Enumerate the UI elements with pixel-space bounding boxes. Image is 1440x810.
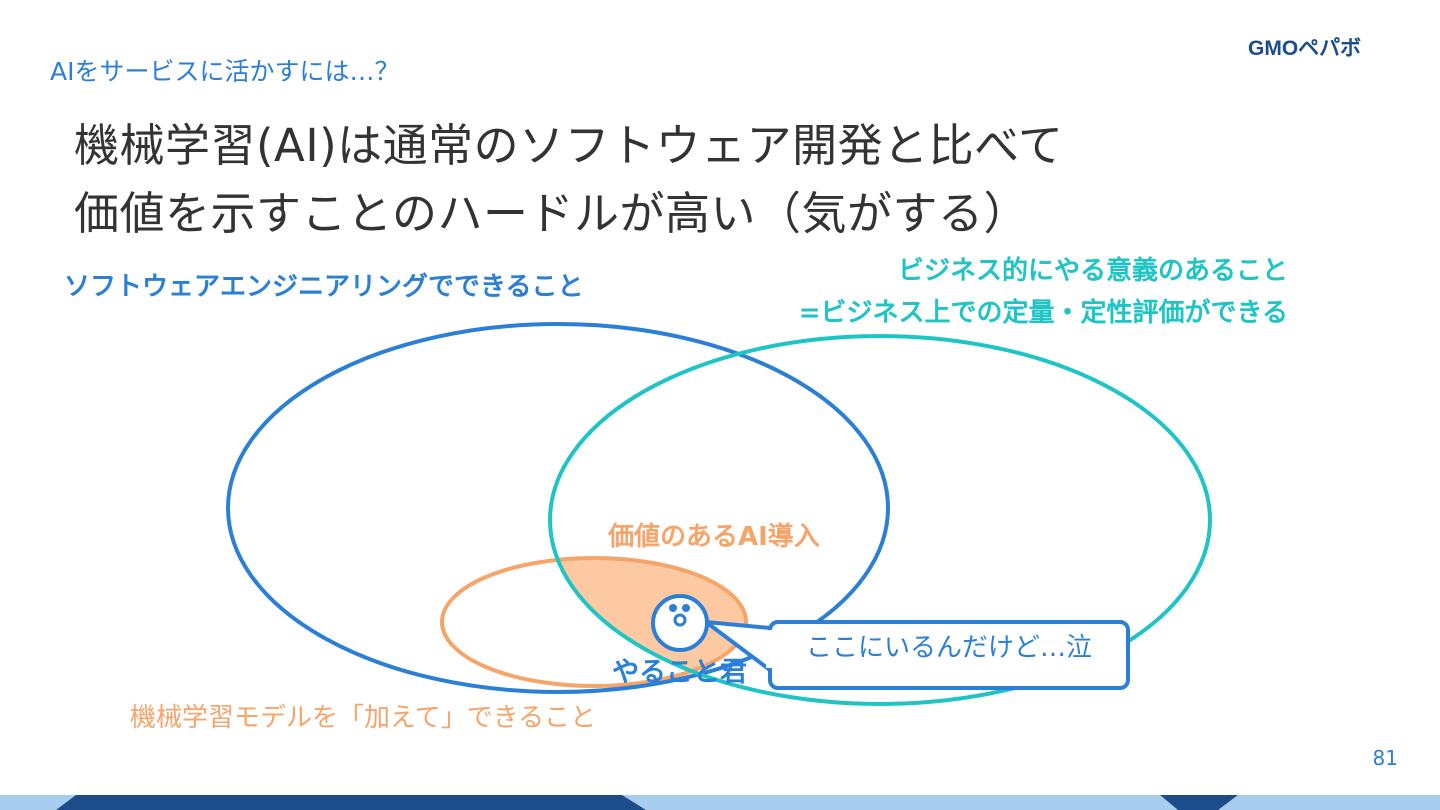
brand-text: GMOペパボ: [1248, 37, 1361, 58]
business-label-line-1: ビジネス的にやる意義のあること: [897, 256, 1288, 286]
ml-model-ellipse: [440, 556, 748, 688]
ml-model-label: 機械学習モデルを「加えて」できること: [130, 703, 597, 733]
software-engineering-label: ソフトウェアエンジニアリングでできること: [64, 272, 584, 302]
character-face-icon: [651, 594, 709, 652]
title-line-2: 価値を示すことのハードルが高い（気がする）: [74, 187, 1030, 240]
valuable-ai-label: 価値のあるAI導入: [608, 522, 820, 552]
character-name-label: やること君: [612, 657, 747, 688]
slide-title: 機械学習(AI)は通常のソフトウェア開発と比べて 価値を示すことのハードルが高い…: [74, 112, 1063, 248]
footer-band: [0, 795, 1440, 810]
speech-bubble-text: ここにいるんだけど…泣: [805, 633, 1092, 663]
gmo-pepabo-logo: GMOペパボ: [1248, 37, 1361, 58]
section-label: AIをサービスに活かすには…？: [50, 57, 400, 86]
business-label-line-2: =ビジネス上での定量・定性評価ができる: [798, 298, 1288, 328]
page-number: 81: [1372, 746, 1398, 770]
title-line-1: 機械学習(AI)は通常のソフトウェア開発と比べて: [74, 119, 1064, 172]
business-label: ビジネス的にやる意義のあること =ビジネス上での定量・定性評価ができる: [799, 250, 1288, 334]
business-ellipse: [548, 334, 1212, 706]
software-engineering-ellipse: [226, 322, 890, 694]
speech-bubble: [704, 620, 1130, 690]
